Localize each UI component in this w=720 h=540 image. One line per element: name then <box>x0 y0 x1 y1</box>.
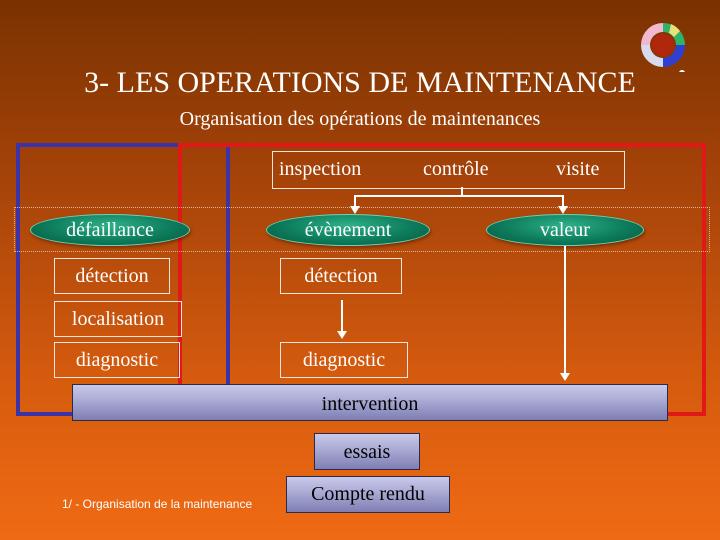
box-localisation: localisation <box>54 301 182 337</box>
label-visite: visite <box>556 158 600 180</box>
footer-caption: 1/ - Organisation de la maintenance <box>62 497 253 511</box>
trigger-band <box>14 207 710 252</box>
trigger-types-box <box>272 151 625 189</box>
box-diagnostic-middle: diagnostic <box>280 342 408 378</box>
box-diagnostic-left: diagnostic <box>54 342 180 378</box>
oval-evenement: évènement <box>266 214 430 246</box>
bar-essais: essais <box>314 433 420 470</box>
box-detection-middle: détection <box>280 258 402 294</box>
page-subtitle: Organisation des opérations de maintenan… <box>179 108 541 130</box>
oval-defaillance: défaillance <box>30 214 190 246</box>
bar-compte-rendu: Compte rendu <box>286 476 450 513</box>
arrow-controle-to-evenement <box>354 187 463 212</box>
label-controle: contrôle <box>423 158 489 180</box>
oval-valeur: valeur <box>486 214 644 246</box>
page-title: 3- LES OPERATIONS DE MAINTENANCE <box>84 66 636 99</box>
label-inspection: inspection <box>279 158 362 180</box>
bar-intervention: intervention <box>72 384 668 421</box>
arrow-controle-to-valeur <box>461 187 564 212</box>
box-detection-left: détection <box>54 258 170 294</box>
logo-ring-icon <box>641 23 685 72</box>
